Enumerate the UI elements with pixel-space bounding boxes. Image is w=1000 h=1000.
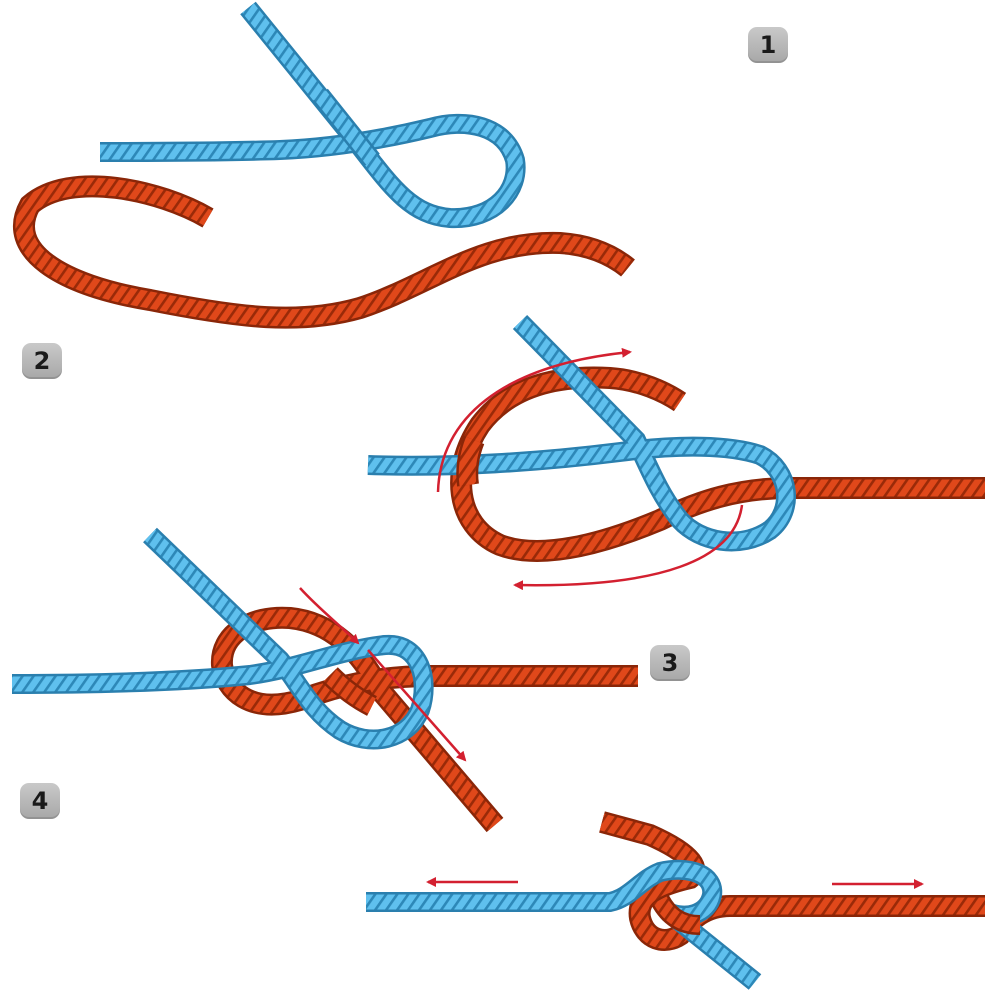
arrow-out bbox=[367, 649, 467, 762]
step-1-badge: 1 bbox=[748, 27, 788, 63]
step-3-ropes bbox=[11, 527, 638, 833]
blue-rope bbox=[99, 1, 526, 229]
step-4-badge: 4 bbox=[20, 783, 60, 819]
step-3-badge: 3 bbox=[650, 645, 690, 681]
step-4-ropes bbox=[366, 811, 985, 990]
step-1-ropes bbox=[13, 1, 635, 329]
arrow-bottom bbox=[513, 504, 744, 591]
arrow-in bbox=[299, 587, 360, 645]
step-2-badge: 2 bbox=[22, 343, 62, 379]
arrow-top bbox=[436, 347, 632, 493]
blue-rope bbox=[367, 314, 796, 552]
step-2-ropes bbox=[367, 314, 985, 591]
